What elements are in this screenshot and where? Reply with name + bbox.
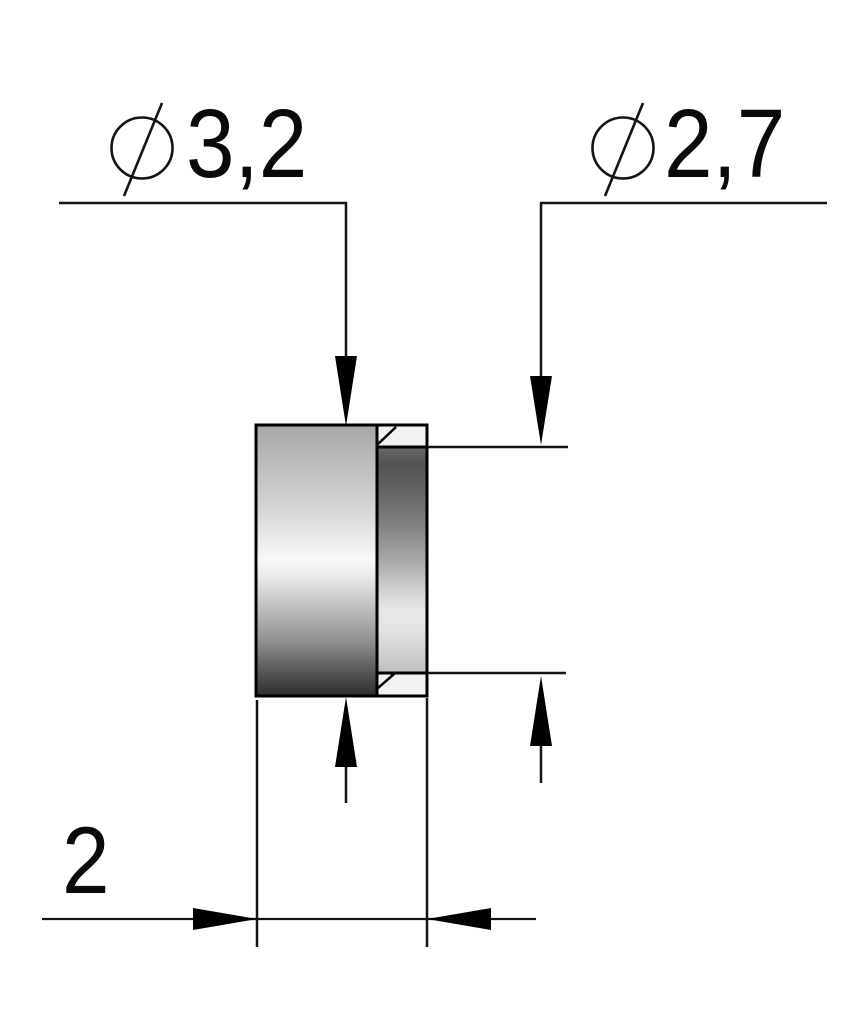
diameter-icon: [591, 102, 655, 197]
part-side-view: [254, 423, 429, 698]
width-label: 2: [62, 808, 110, 914]
bore-diameter-arrow-top-icon: [530, 376, 552, 445]
outer-diameter-arrow-bottom-icon: [335, 697, 357, 767]
part-outer-cylinder-face: [254, 423, 379, 698]
bore-diameter-label: 2,7: [664, 89, 786, 198]
outer-diameter-label: 3,2: [186, 89, 308, 198]
bore-diameter-arrow-bottom-icon: [530, 676, 552, 746]
outer-diameter-leader-line: [59, 201, 348, 360]
diameter-icon: [110, 102, 174, 197]
width-arrow-left-icon: [193, 908, 257, 930]
chamfer-edge-line-top: [377, 426, 397, 445]
bore-diameter-dimension: [427, 201, 827, 783]
width-arrow-right-icon: [427, 908, 491, 930]
chamfer-edge-line-bottom: [377, 673, 395, 689]
width-dimension: [42, 698, 536, 947]
outer-diameter-arrow-top-icon: [335, 356, 357, 426]
outer-diameter-dimension: [59, 201, 357, 803]
part-bore-face: [375, 445, 429, 675]
part-top-chamfer: [375, 423, 429, 449]
part-bottom-chamfer: [375, 671, 429, 698]
